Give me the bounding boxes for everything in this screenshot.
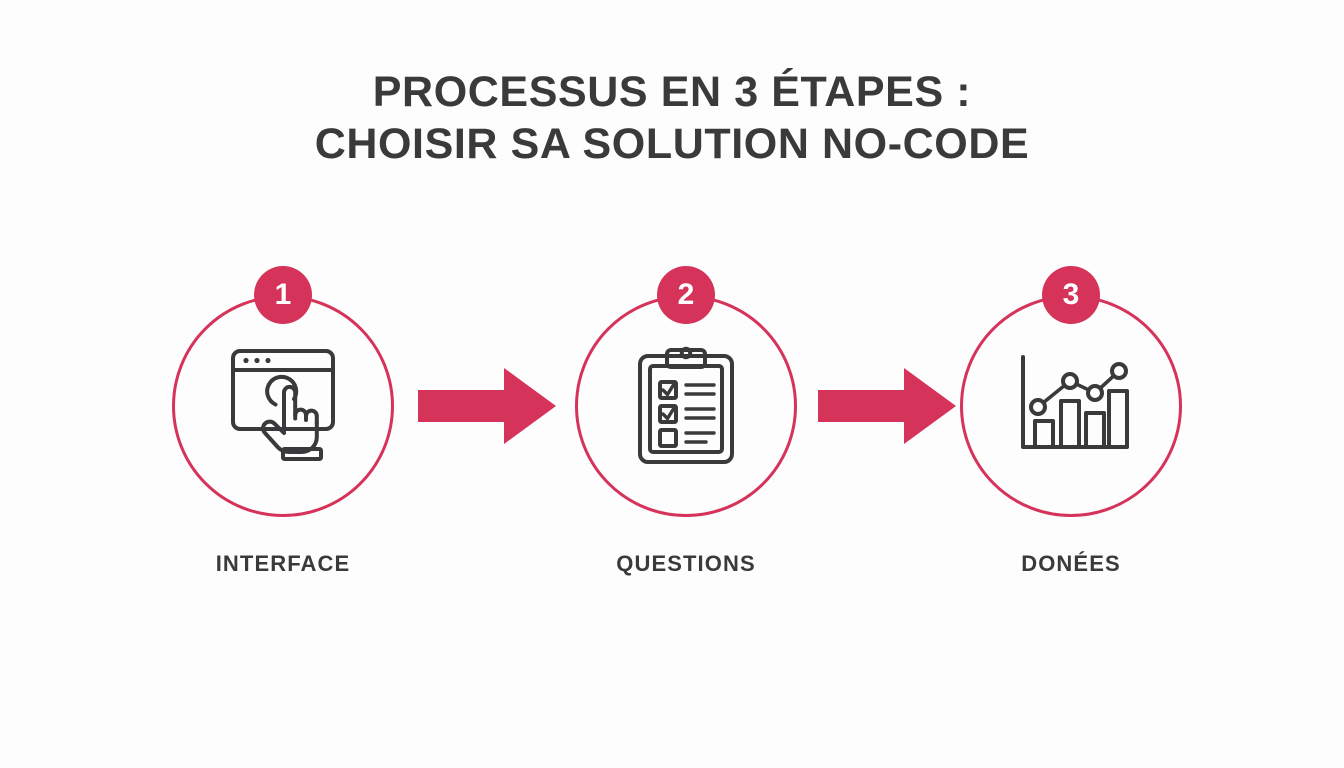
step-2-label: QUESTIONS <box>616 551 756 576</box>
step-3-number-badge: 3 <box>1042 266 1100 324</box>
step-1-label: INTERFACE <box>215 551 351 576</box>
arrow-right-icon-2 <box>818 368 956 444</box>
bar-line-chart-icon <box>1006 341 1136 471</box>
clipboard-checklist-icon <box>621 341 751 471</box>
step-2: 2 <box>556 266 816 598</box>
step-2-circle: 2 <box>575 266 797 517</box>
steps-row: 1 <box>0 266 1344 598</box>
step-3: 3 <box>941 266 1201 598</box>
page-title: PROCESSUS EN 3 ÉTAPES : CHOISIR SA SOLUT… <box>0 66 1344 170</box>
step-3-label: DONÉES <box>1021 551 1121 576</box>
step-1-circle: 1 <box>172 266 394 517</box>
step-2-number-badge: 2 <box>657 266 715 324</box>
title-line-1: PROCESSUS EN 3 ÉTAPES : <box>372 68 972 116</box>
step-3-circle: 3 <box>960 266 1182 517</box>
browser-click-icon <box>218 341 348 471</box>
step-1-number-badge: 1 <box>254 266 312 324</box>
step-1: 1 <box>153 266 413 598</box>
title-line-2: CHOISIR SA SOLUTION NO-CODE <box>314 120 1030 168</box>
arrow-right-icon-1 <box>418 368 556 444</box>
